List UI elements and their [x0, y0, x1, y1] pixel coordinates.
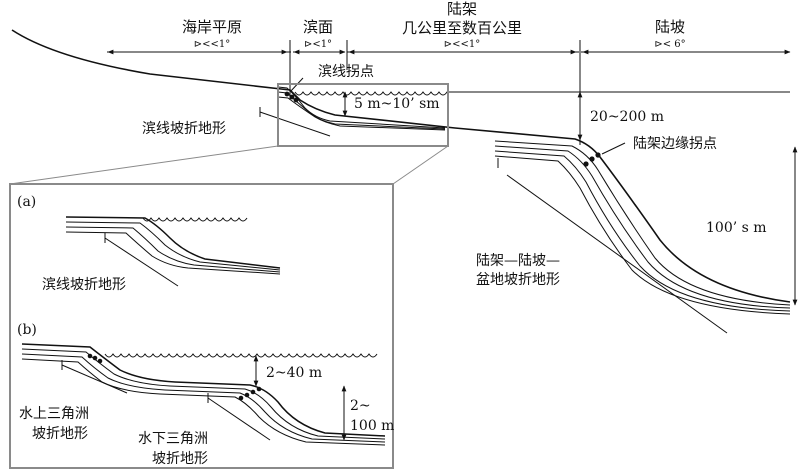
panel-b-subaerial-bracket: [61, 364, 128, 394]
panel-b-break-point: [87, 353, 93, 359]
shelf-slope-basin-label-1: 陆架—陆坡—: [476, 253, 560, 269]
panel-b-break-point: [256, 386, 262, 392]
zoom-connector-left: [9, 145, 279, 185]
sea-surface: [294, 91, 790, 96]
sediment-surface: [11, 29, 791, 303]
shoreface-label: 滨面: [303, 18, 333, 36]
panel-b-break-point: [92, 355, 98, 361]
zoom-indicator: [9, 83, 449, 185]
shelf-slope: ⊳<<1°: [444, 39, 481, 50]
shelf-extent: 几公里至数百公里: [402, 19, 522, 37]
panel-b-surface: [21, 343, 386, 437]
panel-b-stratum: [21, 348, 386, 440]
panel-b-water-depth: 2~40 m: [266, 365, 322, 381]
panel-b-subaqueous-label-2: 坡折地形: [152, 451, 208, 467]
shoreline-clinoform-label: 滨线坡折地形: [142, 121, 226, 137]
shelf-edge-break-leader: [601, 142, 626, 155]
panel-b-tag: (b): [17, 322, 37, 338]
panel-a-surface: [65, 216, 281, 269]
inset-frame: [9, 183, 394, 469]
panel-b-sea-surface: [104, 353, 378, 358]
panel-b-break-point: [244, 392, 250, 398]
panel-b-break-point: [238, 395, 244, 401]
shoreface-slope: ⊳<1°: [304, 39, 332, 50]
shelf-edge-break-label: 陆架边缘拐点: [633, 136, 717, 152]
shelf-slope-basin-label-2: 盆地坡折地形: [476, 272, 560, 288]
slope-height-label: 100’ s m: [706, 220, 767, 236]
shoreline-break-label: 滨线拐点: [318, 64, 374, 80]
shelf-label: 陆架: [447, 0, 477, 18]
shelf-edge-stratum: [494, 150, 791, 312]
panel-a-stratum: [65, 231, 281, 275]
panel-a-bracket: [104, 237, 179, 287]
panel-b-height-2: 100 m: [350, 418, 394, 434]
shoreline-break-point: [293, 97, 299, 103]
shelf-edge-break-point: [583, 161, 589, 167]
panel-b-subaerial-label-1: 水上三角洲: [19, 406, 89, 422]
zoom-box: [277, 83, 449, 147]
panel-a-stratum: [65, 226, 281, 273]
inset-panel: (a) 滨线坡折地形 (b) 2~40 m 2~ 100 m 水上三角洲 坡折地…: [9, 183, 394, 469]
shelf-edge-break-point: [589, 156, 595, 162]
shoreline-stratum: [277, 96, 446, 131]
shelf-slope-basin-bracket: [506, 174, 728, 334]
panel-a-tag: (a): [17, 194, 36, 210]
zone-header: 海岸平原 ⊳<<1° 滨面 ⊳<1° 陆架 几公里至数百公里 ⊳<<1° 陆坡 …: [107, 0, 791, 145]
zoom-connector-right: [392, 145, 449, 185]
panel-b-height-1: 2~: [350, 398, 371, 414]
panel-b-break-point: [250, 389, 256, 395]
shelf-depth-label: 20~200 m: [590, 109, 664, 125]
shoreline-break-point: [289, 94, 295, 100]
shoreline-break-point: [284, 91, 290, 97]
shelf-edge-stratum: [494, 140, 791, 306]
panel-b-stratum: [21, 358, 386, 446]
panel-a-sea-surface: [142, 217, 248, 222]
panel-b-subaerial-label-2: 坡折地形: [32, 426, 88, 442]
shelf-edge-break-point: [595, 152, 601, 158]
main-profile: 滨线拐点 5 m~10’ sm 滨线坡折地形 20~200 m 陆架边缘拐点 1…: [11, 29, 798, 334]
slope-slope: ⊳< 6°: [654, 39, 685, 50]
panel-b-subaqueous-bracket: [207, 397, 271, 441]
panel-b-stratum: [21, 353, 386, 443]
shelf-edge-stratum: [494, 145, 791, 309]
shoreline-clinoform-bracket: [259, 111, 331, 137]
panel-a-label: 滨线坡折地形: [42, 277, 126, 293]
panel-b-subaqueous-label-1: 水下三角洲: [138, 431, 208, 447]
panel-b-break-point: [97, 358, 103, 364]
panel-a-stratum: [65, 221, 281, 271]
shoreline-depth-label: 5 m~10’ sm: [354, 96, 440, 112]
coastal-plain-slope: ⊳<<1°: [194, 39, 231, 50]
shelf-edge-stratum: [494, 155, 791, 315]
slope-label: 陆坡: [655, 18, 685, 36]
coastal-plain-label: 海岸平原: [182, 18, 242, 36]
